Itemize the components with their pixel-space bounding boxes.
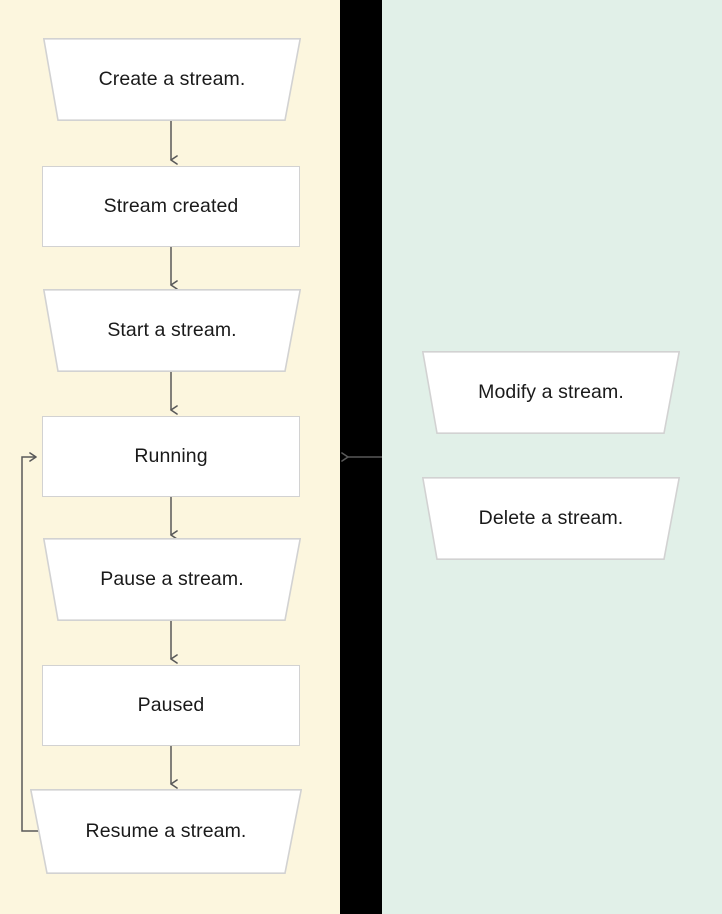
node-pause-a-stream[interactable]: Pause a stream. [43, 538, 301, 621]
node-label: Start a stream. [107, 318, 237, 341]
node-label: Pause a stream. [100, 567, 244, 590]
trapezoid-shape [30, 789, 302, 874]
node-delete-a-stream[interactable]: Delete a stream. [422, 477, 680, 560]
node-label: Running [134, 444, 208, 467]
node-label: Stream created [103, 194, 239, 217]
node-label: Modify a stream. [478, 380, 624, 403]
trapezoid-shape [43, 538, 301, 621]
node-stream-created[interactable]: Stream created [42, 166, 300, 247]
node-label: Resume a stream. [85, 819, 247, 842]
node-label: Delete a stream. [478, 506, 624, 529]
trapezoid-shape [422, 351, 680, 434]
panel-divider [340, 0, 382, 914]
node-label: Paused [137, 693, 205, 716]
node-modify-a-stream[interactable]: Modify a stream. [422, 351, 680, 434]
node-paused[interactable]: Paused [42, 665, 300, 746]
trapezoid-shape [422, 477, 680, 560]
stream-actions-panel [382, 0, 722, 914]
node-running[interactable]: Running [42, 416, 300, 497]
node-label: Create a stream. [98, 67, 246, 90]
node-start-a-stream[interactable]: Start a stream. [43, 289, 301, 372]
node-create-a-stream[interactable]: Create a stream. [43, 38, 301, 121]
trapezoid-shape [43, 289, 301, 372]
trapezoid-shape [43, 38, 301, 121]
node-resume-a-stream[interactable]: Resume a stream. [30, 789, 302, 874]
